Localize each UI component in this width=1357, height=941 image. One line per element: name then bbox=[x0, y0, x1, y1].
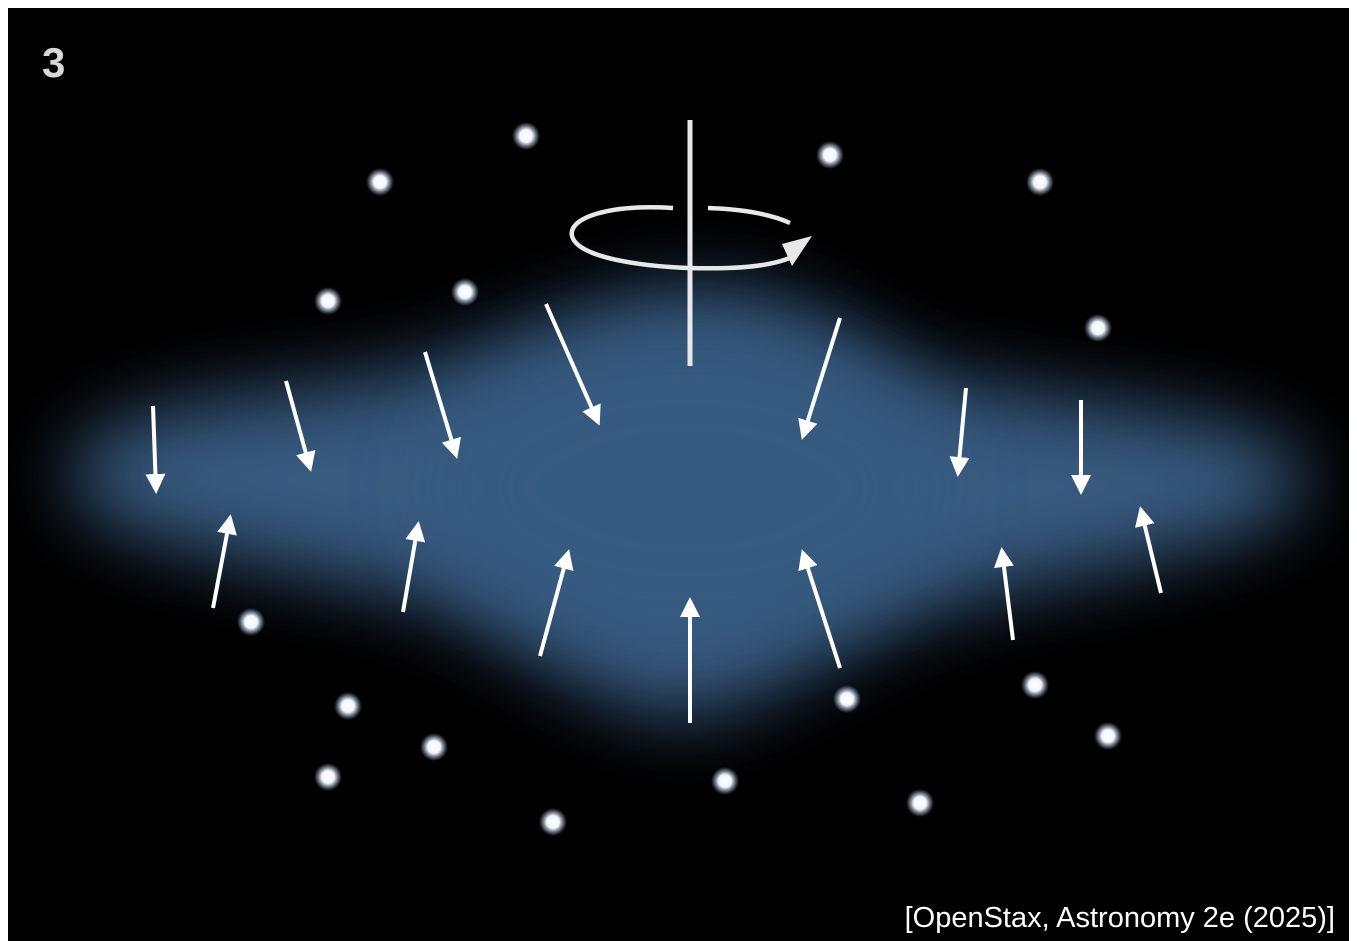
collapsing-cloud-diagram bbox=[8, 8, 1349, 941]
star bbox=[1084, 314, 1112, 342]
star bbox=[1026, 168, 1054, 196]
star bbox=[237, 608, 265, 636]
image-credit: [OpenStax, Astronomy 2e (2025)] bbox=[905, 904, 1335, 933]
star bbox=[420, 733, 448, 761]
star bbox=[314, 763, 342, 791]
star bbox=[906, 789, 934, 817]
star bbox=[451, 278, 479, 306]
star bbox=[816, 141, 844, 169]
star bbox=[833, 685, 861, 713]
star bbox=[1094, 722, 1122, 750]
panel-number: 3 bbox=[42, 42, 65, 84]
star bbox=[512, 122, 540, 150]
star bbox=[711, 767, 739, 795]
star bbox=[314, 287, 342, 315]
diagram-frame: 3 [OpenStax, Astronomy 2e (2025)] bbox=[8, 8, 1349, 941]
star bbox=[366, 168, 394, 196]
star bbox=[539, 808, 567, 836]
star bbox=[1021, 671, 1049, 699]
star bbox=[334, 692, 362, 720]
